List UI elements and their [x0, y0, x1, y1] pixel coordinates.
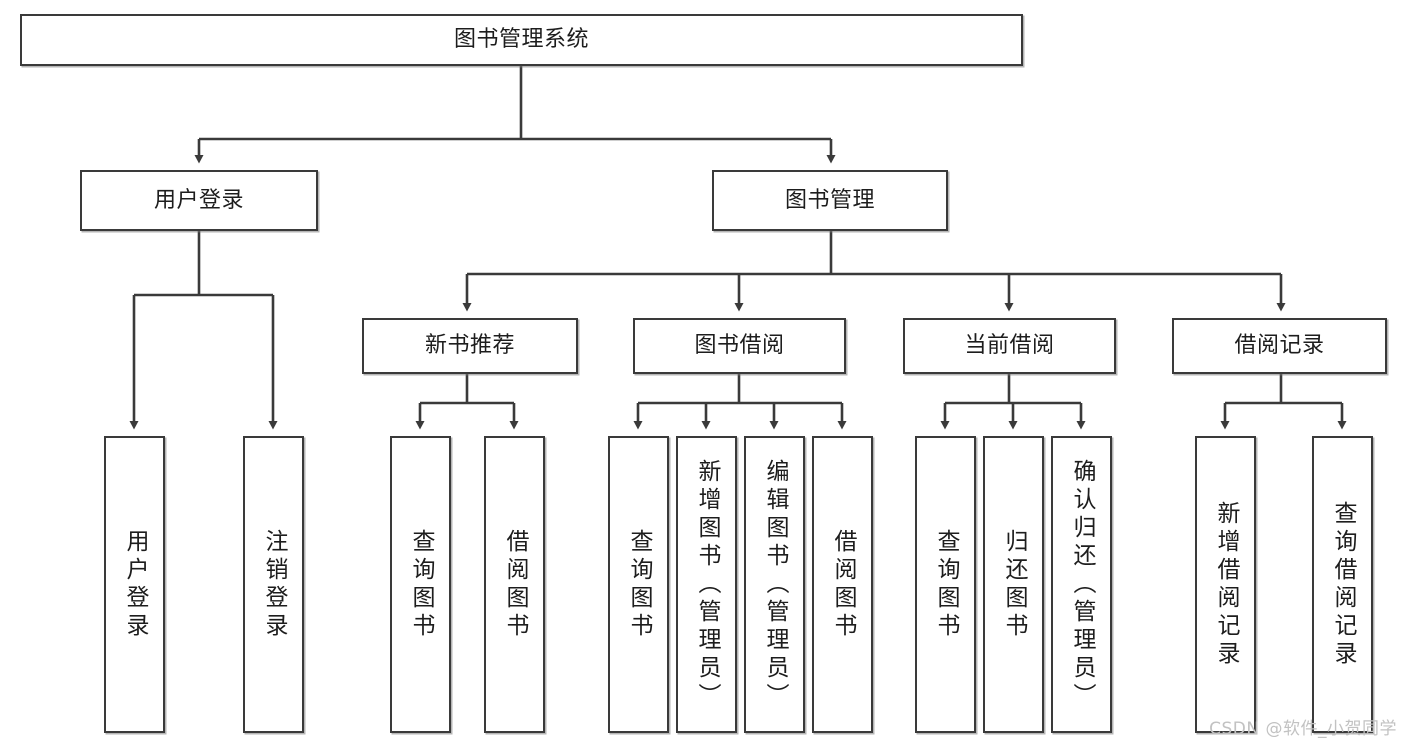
node-leaf-query-book-1-label: 查询图书 [408, 528, 434, 641]
node-root[interactable]: 图书管理系统 [20, 14, 1023, 66]
node-book-borrow-label: 图书借阅 [694, 333, 785, 359]
node-leaf-query-record-label: 查询借阅记录 [1330, 500, 1356, 669]
node-borrow-record-label: 借阅记录 [1234, 333, 1325, 359]
node-borrow-record[interactable]: 借阅记录 [1172, 318, 1387, 374]
node-book-borrow[interactable]: 图书借阅 [633, 318, 846, 374]
node-leaf-query-book-1[interactable]: 查询图书 [390, 436, 451, 733]
node-book-manage-label: 图书管理 [784, 187, 875, 213]
node-user-login-label: 用户登录 [153, 187, 244, 213]
node-new-book-rec[interactable]: 新书推荐 [362, 318, 578, 374]
node-leaf-add-record[interactable]: 新增借阅记录 [1195, 436, 1256, 733]
node-leaf-confirm-return-label: 确认归还（管理员） [1069, 458, 1095, 711]
node-book-manage[interactable]: 图书管理 [712, 170, 948, 231]
node-leaf-logout[interactable]: 注销登录 [243, 436, 304, 733]
node-leaf-edit-book[interactable]: 编辑图书（管理员） [744, 436, 805, 733]
node-leaf-query-record[interactable]: 查询借阅记录 [1312, 436, 1373, 733]
node-leaf-user-login-label: 用户登录 [122, 528, 148, 641]
node-leaf-return-book-label: 归还图书 [1001, 528, 1027, 641]
node-leaf-query-book-2-label: 查询图书 [626, 528, 652, 641]
node-leaf-query-book-3[interactable]: 查询图书 [915, 436, 976, 733]
node-leaf-add-book-label: 新增图书（管理员） [694, 458, 720, 711]
node-leaf-query-book-2[interactable]: 查询图书 [608, 436, 669, 733]
node-leaf-return-book[interactable]: 归还图书 [983, 436, 1044, 733]
node-user-login[interactable]: 用户登录 [80, 170, 318, 231]
node-leaf-borrow-book-2-label: 借阅图书 [830, 528, 856, 641]
node-root-label: 图书管理系统 [453, 27, 589, 53]
node-leaf-confirm-return[interactable]: 确认归还（管理员） [1051, 436, 1112, 733]
node-leaf-borrow-book-1[interactable]: 借阅图书 [484, 436, 545, 733]
node-leaf-query-book-3-label: 查询图书 [933, 528, 959, 641]
node-current-borrow[interactable]: 当前借阅 [903, 318, 1116, 374]
node-leaf-add-book[interactable]: 新增图书（管理员） [676, 436, 737, 733]
node-leaf-borrow-book-1-label: 借阅图书 [502, 528, 528, 641]
watermark: CSDN @软件_小贺同学 [1209, 719, 1397, 739]
node-leaf-logout-label: 注销登录 [261, 528, 287, 641]
node-leaf-borrow-book-2[interactable]: 借阅图书 [812, 436, 873, 733]
node-new-book-rec-label: 新书推荐 [424, 333, 515, 359]
node-leaf-edit-book-label: 编辑图书（管理员） [762, 458, 788, 711]
node-leaf-add-record-label: 新增借阅记录 [1213, 500, 1239, 669]
node-current-borrow-label: 当前借阅 [964, 333, 1055, 359]
node-leaf-user-login[interactable]: 用户登录 [104, 436, 165, 733]
